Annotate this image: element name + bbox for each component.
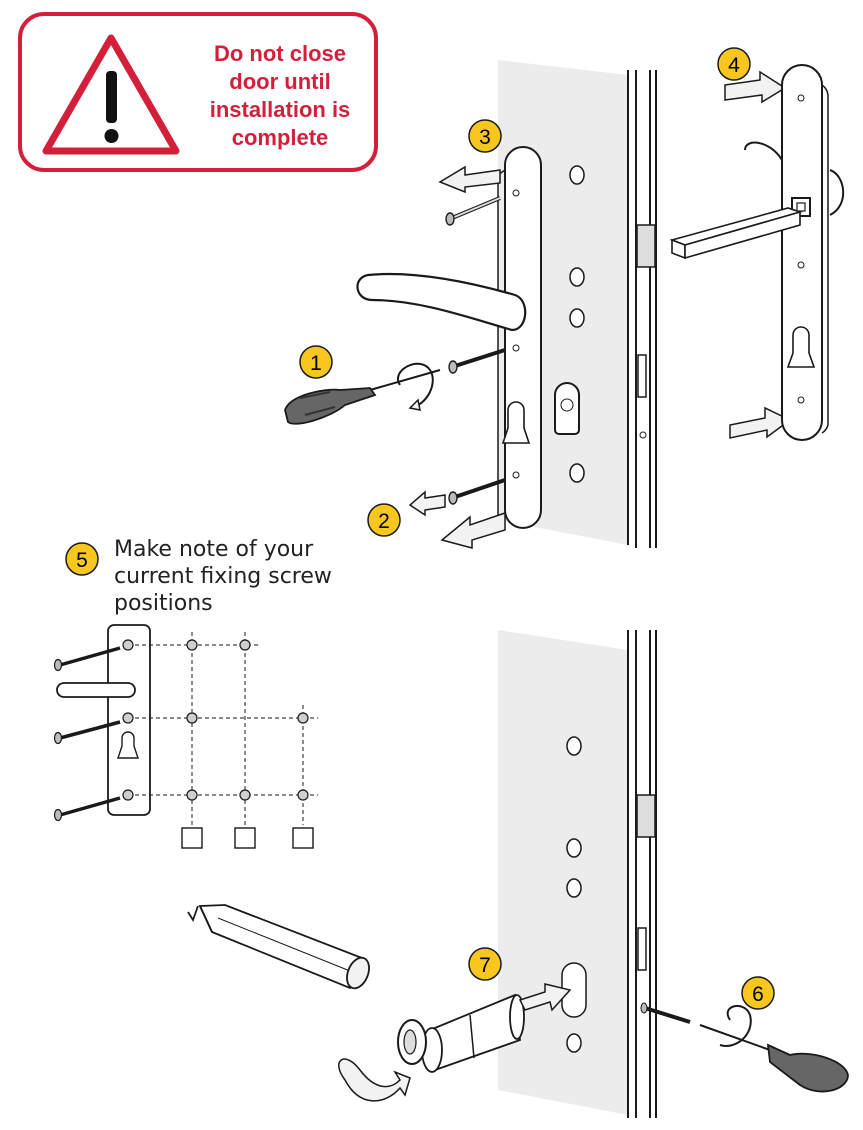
step-7-badge: 7 <box>468 947 502 981</box>
handle-backplate-front <box>497 146 542 529</box>
svg-text:6: 6 <box>752 983 764 1006</box>
svg-text:3: 3 <box>479 126 491 149</box>
step-5-badge: 5 <box>65 542 99 576</box>
step-3-badge: 3 <box>468 119 502 153</box>
step-5-instruction: Make note of your current fixing screw p… <box>114 537 332 616</box>
screw-position-chart <box>53 624 318 849</box>
lever-handle <box>356 272 527 332</box>
svg-text:1: 1 <box>310 352 322 375</box>
svg-text:4: 4 <box>728 54 740 77</box>
checkboxes <box>181 827 314 849</box>
arrow-step4-bottom <box>729 406 792 439</box>
warning-message: Do not close door until installation is … <box>209 41 351 150</box>
warning-triangle-icon <box>42 34 180 155</box>
svg-text:2: 2 <box>378 510 390 533</box>
screws-top <box>445 196 506 505</box>
warning-box: Do not close door until installation is … <box>18 12 378 172</box>
arrows-top <box>408 70 792 549</box>
spindle-bar <box>669 207 803 260</box>
arrow-step4-top <box>724 70 787 104</box>
arrows-bottom <box>338 983 572 1102</box>
door-bottom <box>498 630 657 1118</box>
euro-cylinder-top <box>554 382 580 435</box>
door-holes-top <box>569 165 585 483</box>
euro-cylinder-step7 <box>397 993 525 1073</box>
screwdriver-step6 <box>640 1002 849 1093</box>
step-2-badge: 2 <box>367 503 401 537</box>
step-1-badge: 1 <box>299 345 333 379</box>
pencil-icon <box>187 904 370 990</box>
svg-text:5: 5 <box>76 549 88 572</box>
step-badges: 1 2 3 4 5 6 7 <box>65 47 775 1010</box>
screwdriver-step1 <box>284 362 441 425</box>
step-4-badge: 4 <box>717 47 751 81</box>
handle-backplate-rear <box>744 64 845 441</box>
svg-text:7: 7 <box>479 954 491 977</box>
step-6-badge: 6 <box>741 976 775 1010</box>
